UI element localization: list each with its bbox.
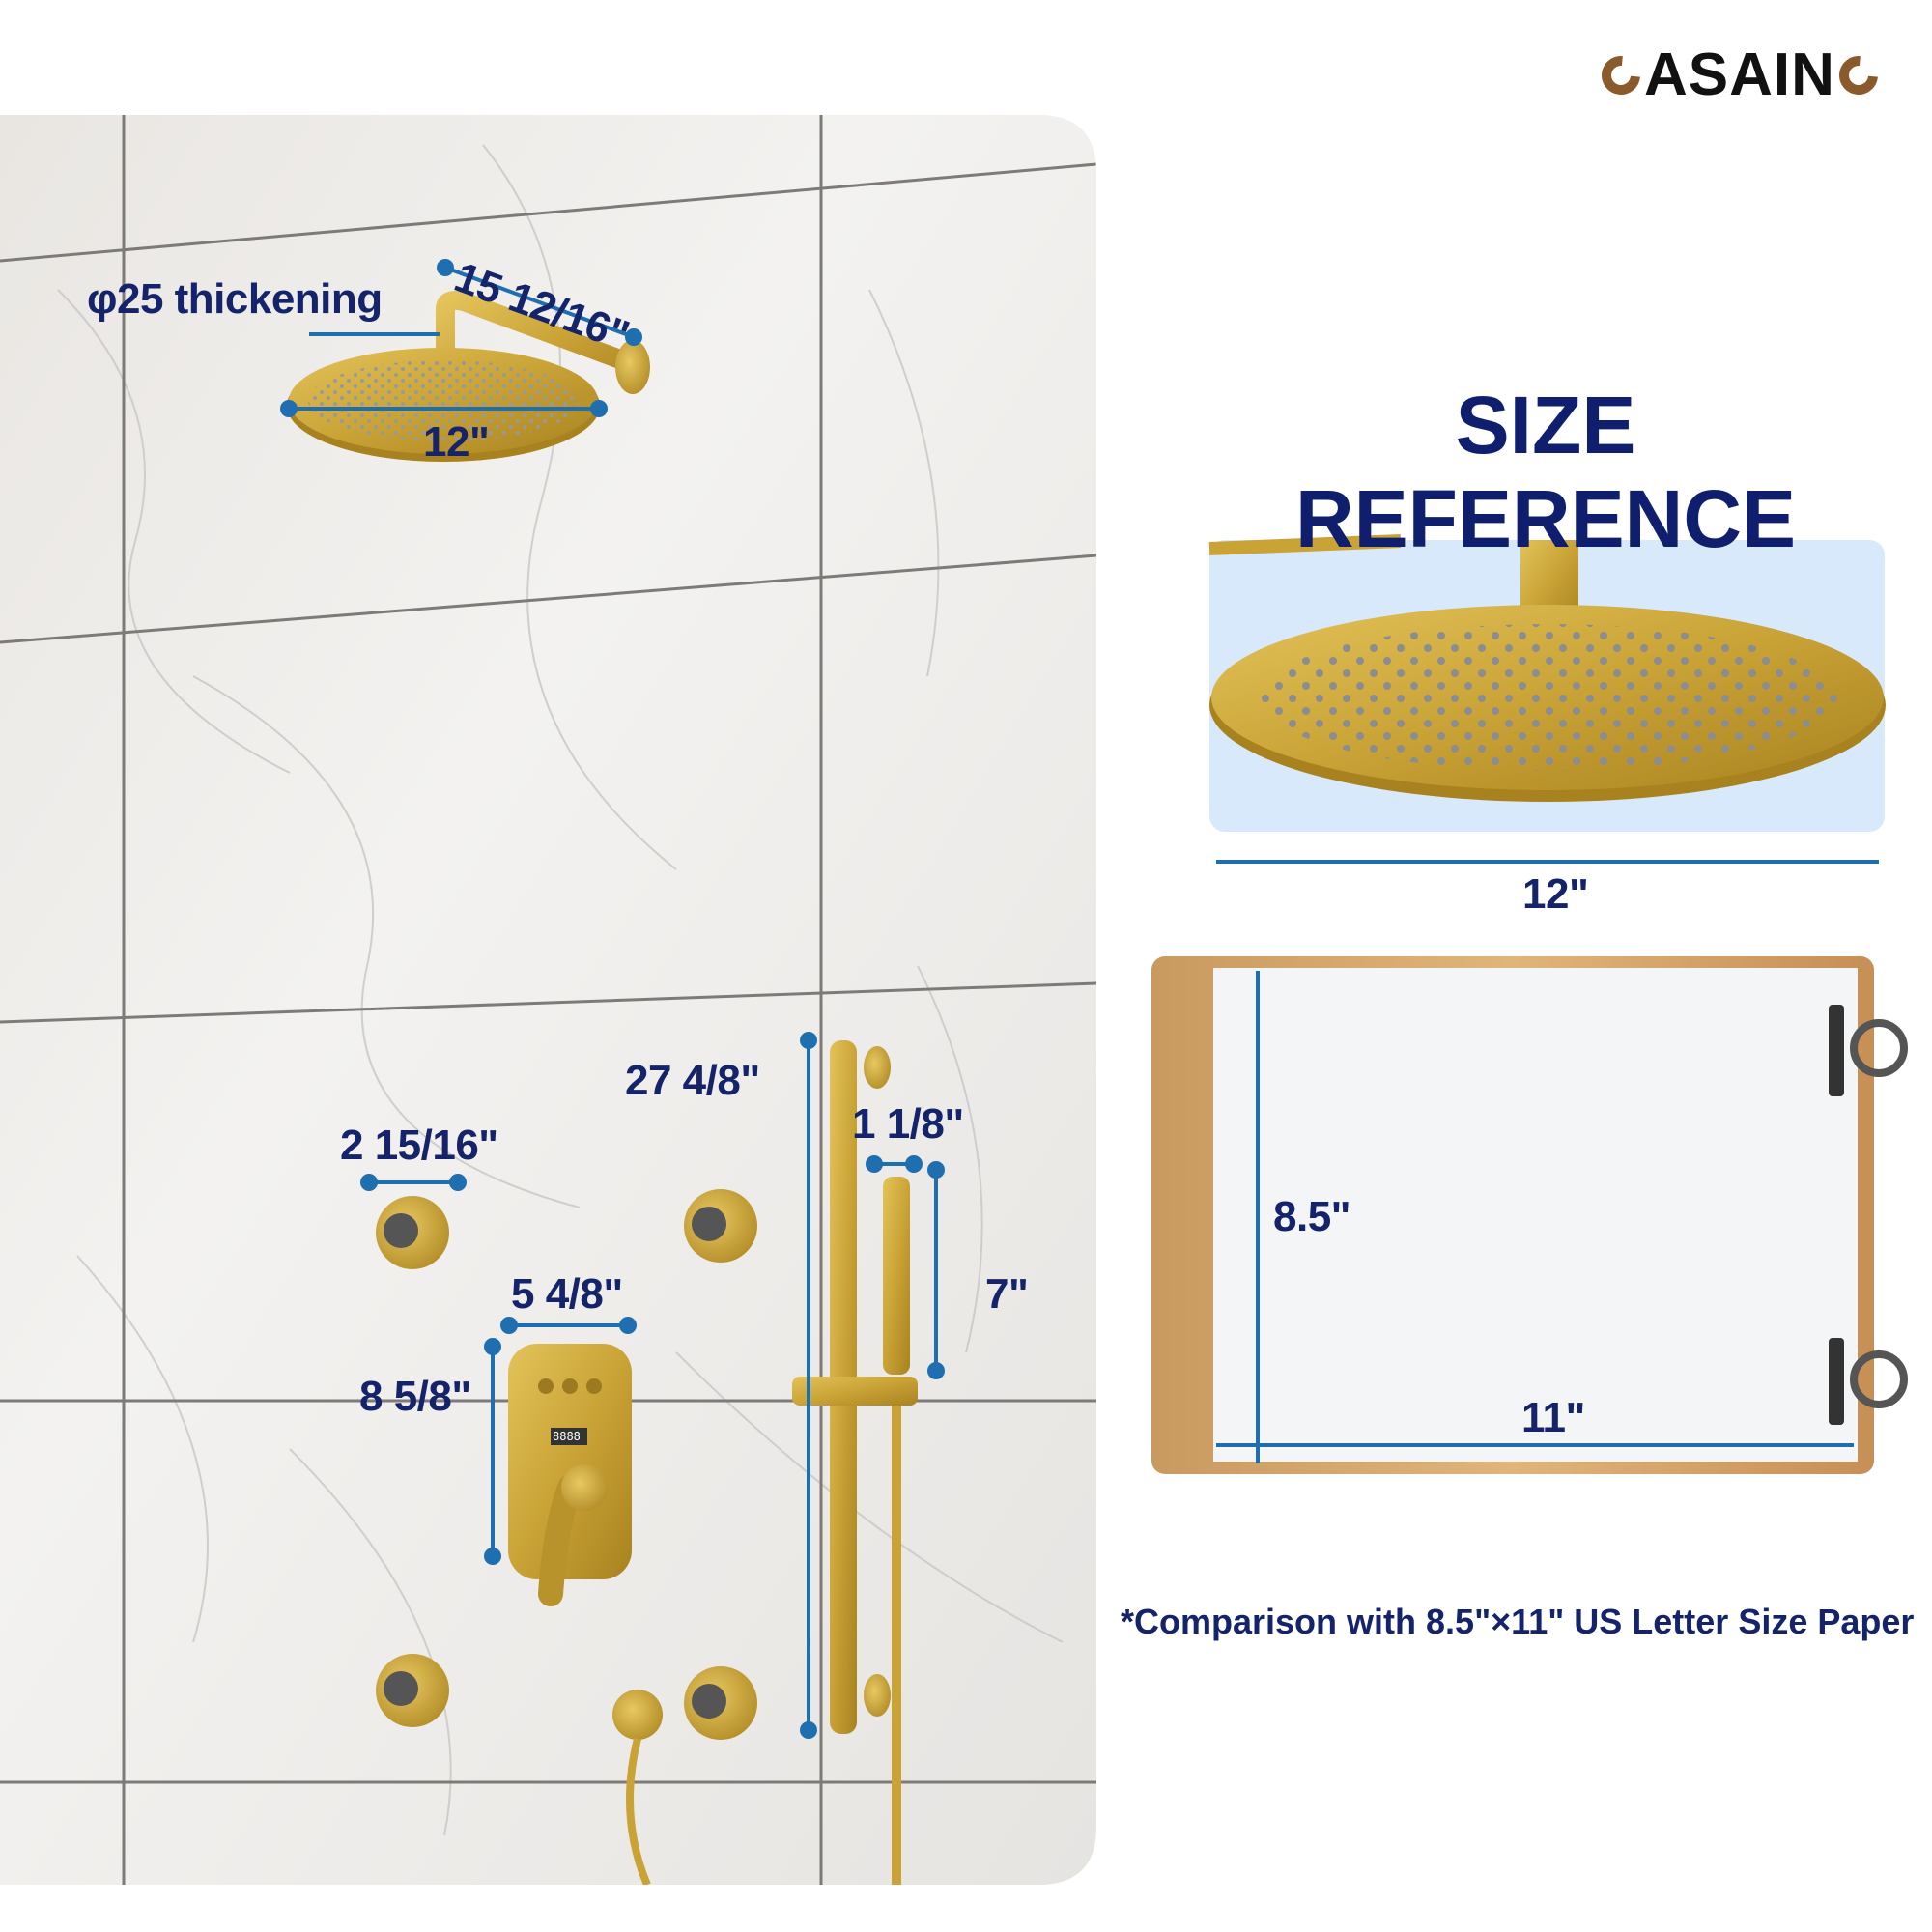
body-jet-diameter-label: 2 15/16" — [340, 1122, 498, 1169]
paper-width-label: 11" — [1521, 1394, 1585, 1441]
arm-thickness-label: φ25 thickening — [87, 275, 383, 323]
valve-display: 8888 — [553, 1430, 581, 1443]
reference-shower-head — [1208, 534, 1886, 832]
binder-clip — [1829, 1005, 1908, 1425]
brand-logo: ASAIN — [1593, 41, 1887, 109]
hand-shower-length-label: 7" — [985, 1270, 1029, 1318]
logo-ring-icon — [1831, 47, 1887, 102]
slide-bar-height-label: 27 4/8" — [625, 1057, 760, 1104]
logo-text: ASAIN — [1644, 42, 1835, 108]
paper-height-label: 8.5" — [1273, 1193, 1351, 1240]
dimension-lines — [280, 259, 945, 1739]
body-jets — [376, 1189, 757, 1740]
page-title: SIZE REFERENCE — [1294, 380, 1797, 564]
thermostatic-valve — [508, 1344, 632, 1606]
shower-wall-photo — [0, 115, 1096, 1885]
logo-ring-icon — [1593, 47, 1649, 102]
valve-height-label: 8 5/8" — [359, 1373, 471, 1420]
comparison-footnote: *Comparison with 8.5"×11" US Letter Size… — [1121, 1602, 1915, 1641]
reference-head-width-label: 12" — [1522, 870, 1589, 918]
rain-shower-head — [287, 291, 650, 462]
valve-width-label: 5 4/8" — [511, 1270, 623, 1318]
slide-bar — [612, 1040, 918, 1885]
hand-shower-diameter-label: 1 1/8" — [852, 1100, 964, 1148]
head-diameter-label: 12" — [423, 418, 490, 466]
letter-paper-clipboard — [1151, 956, 1908, 1474]
